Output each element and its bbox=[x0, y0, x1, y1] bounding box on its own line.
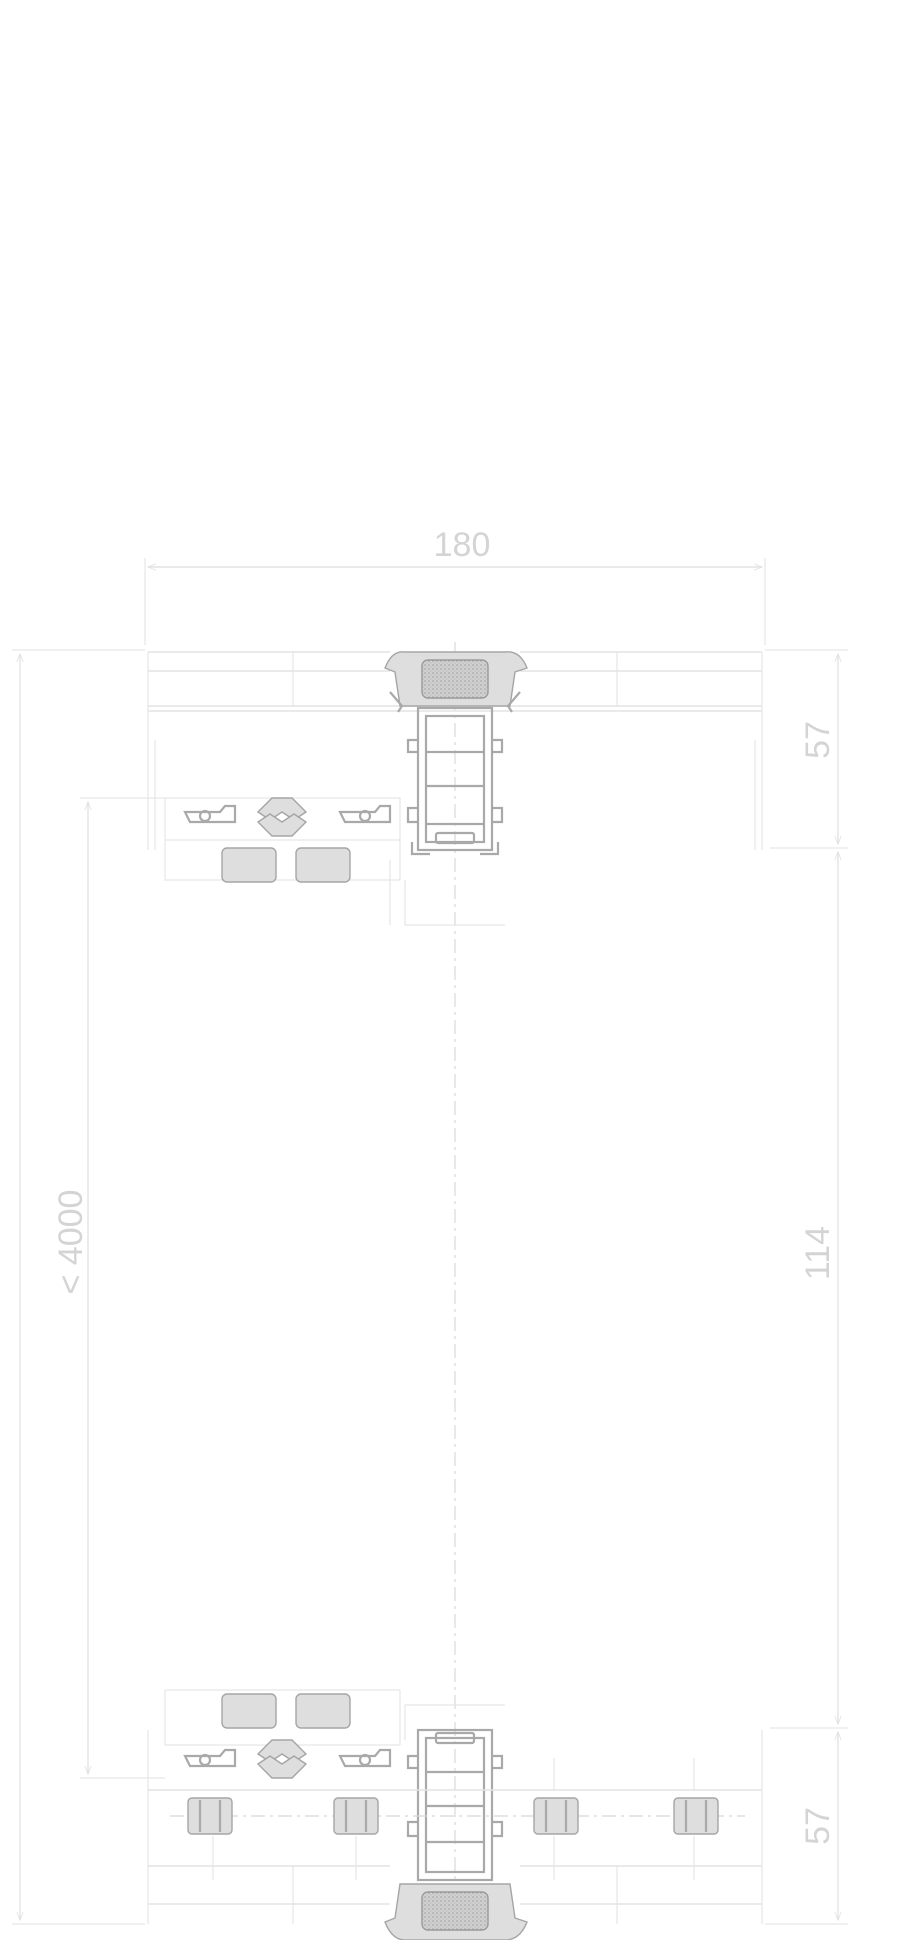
clamp-fixing bbox=[533, 1758, 579, 1880]
clamp-fixing bbox=[673, 1758, 719, 1880]
dimension-label-57-lower: 57 bbox=[799, 1807, 837, 1845]
dimension-top-width: 180 bbox=[144, 526, 766, 645]
dimension-label-4000: < 4000 bbox=[52, 1190, 90, 1295]
dimension-right-upper: 57 bbox=[765, 649, 848, 849]
dimension-label-180: 180 bbox=[434, 526, 491, 564]
dimension-right-middle: 114 bbox=[770, 850, 848, 1729]
upper-frame-assembly bbox=[147, 651, 763, 926]
dimension-label-114: 114 bbox=[799, 1226, 837, 1280]
dimension-label-57-upper: 57 bbox=[799, 721, 837, 759]
dimension-right-lower: 57 bbox=[765, 1730, 848, 1925]
dimension-left-overall: < 4000 bbox=[12, 649, 165, 1925]
clamp-fixing bbox=[333, 1797, 379, 1880]
clamp-fixing bbox=[187, 1797, 233, 1880]
lower-frame-assembly bbox=[147, 1689, 763, 1940]
